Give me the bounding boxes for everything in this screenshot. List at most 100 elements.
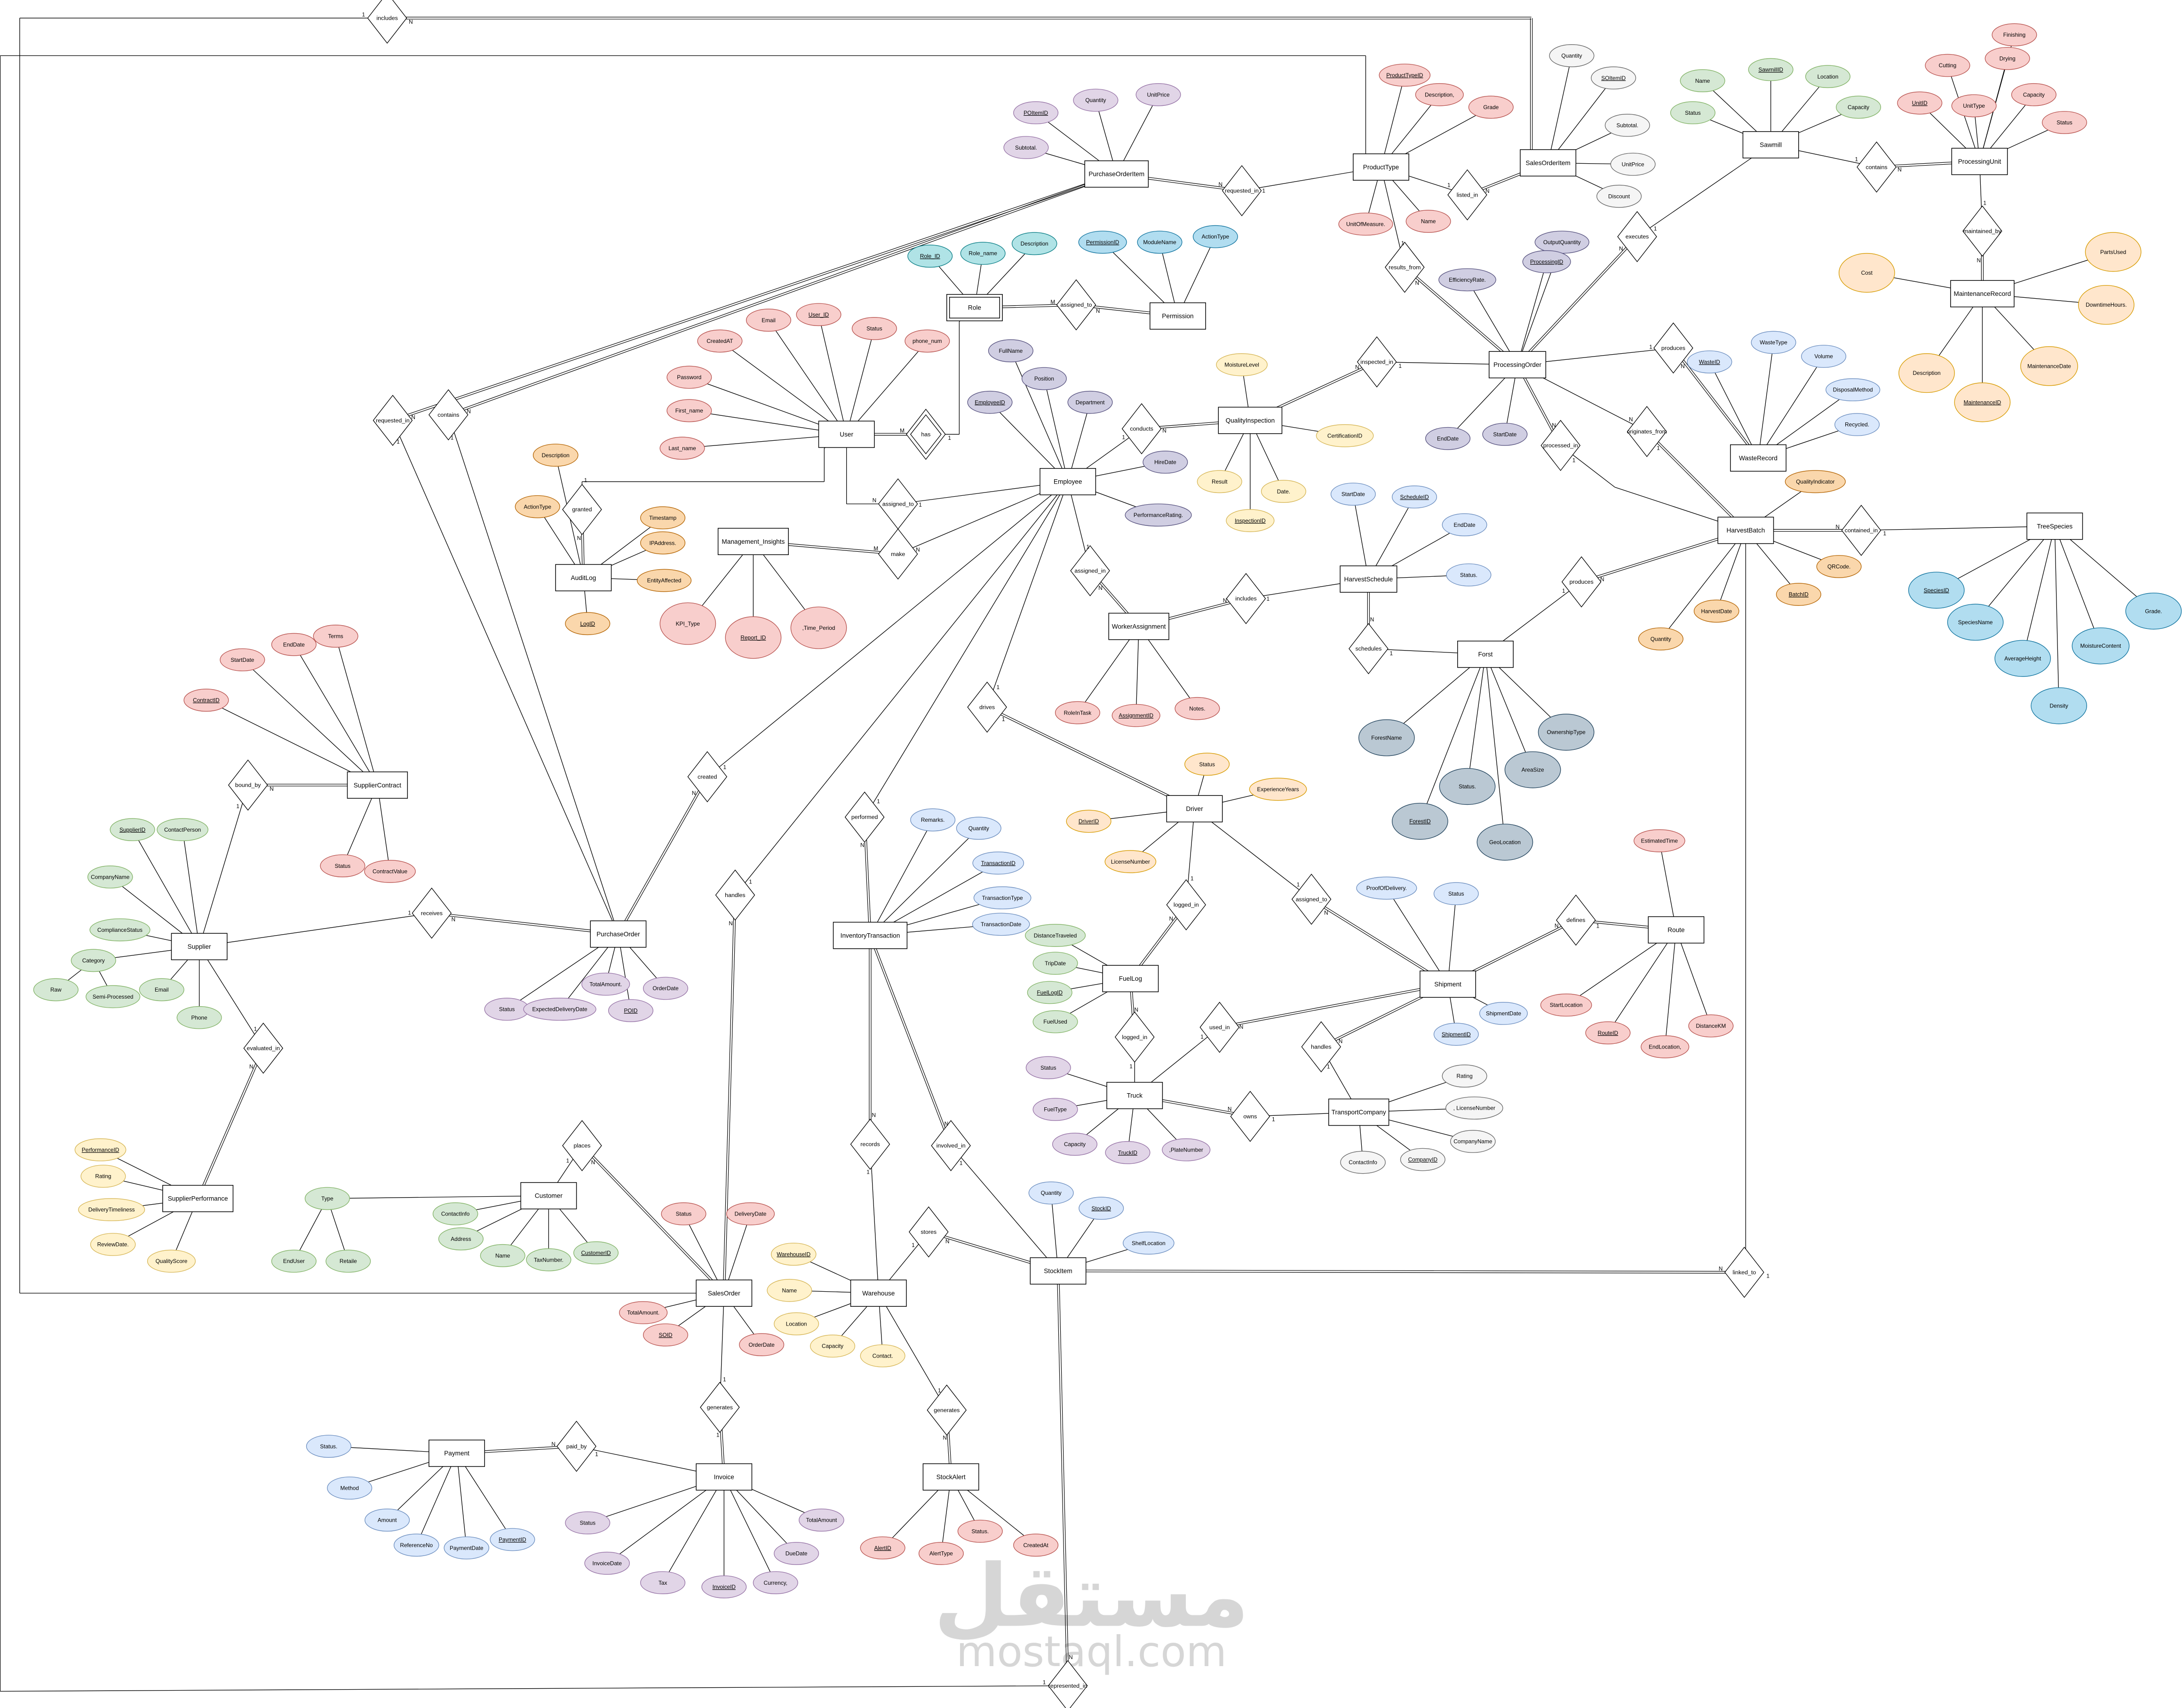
attribute-transactiondate[interactable]: TransactionDate	[972, 913, 1030, 936]
attribute-description[interactable]: Description	[1898, 353, 1955, 393]
attribute-quantity[interactable]: Quantity	[1549, 44, 1595, 67]
relationship-requested-in[interactable]: requested_in	[1222, 165, 1262, 216]
attribute-warehouseid[interactable]: WarehouseID	[770, 1242, 817, 1266]
attribute-endlocation[interactable]: EndLocation,	[1641, 1035, 1690, 1058]
attribute-unitid[interactable]: UnitID	[1897, 91, 1943, 115]
attribute-employeeid[interactable]: EmployeeID	[967, 390, 1013, 414]
attribute-density[interactable]: Density	[2031, 687, 2088, 724]
attribute-cutting[interactable]: Cutting	[1925, 54, 1970, 77]
entity-fuel-log[interactable]: FuelLog	[1102, 965, 1159, 993]
attribute-description[interactable]: Description	[532, 444, 579, 467]
relationship-generates[interactable]: generates	[700, 1382, 740, 1433]
attribute-licensenumber[interactable]: , LicenseNumber	[1445, 1096, 1503, 1120]
relationship-paid-by[interactable]: paid_by	[556, 1421, 596, 1472]
entity-permission[interactable]: Permission	[1150, 302, 1206, 330]
attribute-quantity[interactable]: Quantity	[1638, 627, 1683, 651]
relationship-records[interactable]: records	[850, 1119, 890, 1170]
attribute-grade[interactable]: Grade	[1468, 95, 1514, 119]
attribute-raw[interactable]: Raw	[33, 978, 79, 1001]
attribute-location[interactable]: Location	[774, 1312, 819, 1335]
relationship-conducts[interactable]: conducts	[1121, 403, 1162, 454]
attribute-shipmentdate[interactable]: ShipmentDate	[1479, 1001, 1528, 1025]
attribute-status[interactable]: Status	[661, 1202, 706, 1225]
attribute-unittype[interactable]: UnitType	[1951, 94, 1997, 118]
entity-purchase-order[interactable]: PurchaseOrder	[590, 920, 647, 948]
entity-harvest-batch[interactable]: HarvestBatch	[1717, 516, 1774, 544]
entity-stock-item[interactable]: StockItem	[1030, 1257, 1087, 1285]
relationship-defines[interactable]: defines	[1556, 894, 1596, 946]
attribute-entityaffected[interactable]: EntityAffected	[636, 569, 692, 592]
attribute-maintenanceid[interactable]: MaintenanceID	[1954, 382, 2011, 422]
attribute-remarks[interactable]: Remarks.	[910, 808, 956, 832]
entity-invoice[interactable]: Invoice	[696, 1463, 753, 1491]
attribute-email[interactable]: Email	[139, 978, 184, 1001]
attribute-name[interactable]: Name	[1680, 69, 1725, 92]
attribute-truckid[interactable]: TruckID	[1105, 1141, 1151, 1164]
attribute-tax[interactable]: Tax	[640, 1571, 686, 1595]
entity-waste-record[interactable]: WasteRecord	[1730, 444, 1786, 472]
attribute-invoicedate[interactable]: InvoiceDate	[584, 1551, 630, 1575]
entity-supplier-performance[interactable]: SupplierPerformance	[162, 1185, 234, 1212]
attribute-last-name[interactable]: Last_name	[659, 437, 705, 460]
entity-product-type[interactable]: ProductType	[1353, 153, 1409, 181]
attribute-type[interactable]: Type	[304, 1187, 350, 1210]
attribute-routeid[interactable]: RouteID	[1585, 1021, 1631, 1045]
attribute-platenumber[interactable]: ,PlateNumber	[1162, 1138, 1211, 1161]
attribute-speciesid[interactable]: SpeciesID	[1908, 572, 1965, 609]
relationship-handles[interactable]: handles	[1301, 1021, 1342, 1072]
attribute-startdate[interactable]: StartDate	[220, 648, 265, 672]
relationship-listed-in[interactable]: listed_in	[1447, 169, 1487, 221]
attribute-customerid[interactable]: CustomerID	[573, 1241, 619, 1264]
attribute-outputquantity[interactable]: OutputQuantity	[1534, 230, 1589, 254]
attribute-areasize[interactable]: AreaSize	[1504, 751, 1561, 788]
attribute-position[interactable]: Position	[1021, 367, 1067, 390]
entity-inventory-transaction[interactable]: InventoryTransaction	[833, 922, 908, 949]
attribute-transactionid[interactable]: TransactionID	[972, 851, 1024, 875]
attribute-createdat[interactable]: CreatedAt	[1013, 1533, 1059, 1557]
attribute-scheduleid[interactable]: ScheduleID	[1392, 485, 1437, 508]
relationship-stores[interactable]: stores	[908, 1206, 949, 1258]
attribute-experienceyears[interactable]: ExperienceYears	[1249, 778, 1307, 801]
attribute-subtotal[interactable]: Subtotal.	[1604, 113, 1650, 137]
attribute-enddate[interactable]: EndDate	[1442, 513, 1487, 536]
attribute-alertid[interactable]: AlertID	[860, 1536, 905, 1560]
attribute-status[interactable]: Status	[565, 1511, 611, 1534]
attribute-geolocation[interactable]: GeoLocation	[1477, 824, 1533, 861]
attribute-reviewdate[interactable]: ReviewDate.	[90, 1233, 136, 1256]
attribute-status[interactable]: Status	[484, 998, 530, 1021]
entity-warehouse[interactable]: Warehouse	[850, 1279, 907, 1307]
relationship-executes[interactable]: executes	[1617, 211, 1657, 262]
attribute-status[interactable]: Status	[1670, 101, 1715, 125]
relationship-involved-in[interactable]: involved_in	[931, 1120, 971, 1171]
relationship-schedules[interactable]: schedules	[1349, 623, 1389, 675]
attribute-timestamp[interactable]: Timestamp	[640, 506, 686, 530]
attribute-startdate[interactable]: StartDate	[1482, 422, 1528, 446]
relationship-includes[interactable]: includes	[367, 0, 407, 44]
attribute-proofofdelivery[interactable]: ProofOfDelivery.	[1356, 876, 1417, 900]
attribute-result[interactable]: Result	[1197, 470, 1242, 493]
attribute-email[interactable]: Email	[746, 309, 791, 332]
entity-employee[interactable]: Employee	[1040, 468, 1096, 495]
entity-payment[interactable]: Payment	[429, 1439, 485, 1467]
entity-role[interactable]: Role	[946, 294, 1003, 321]
relationship-assigned-in[interactable]: assigned_in	[1070, 545, 1110, 596]
attribute-companyname[interactable]: CompanyName	[1450, 1130, 1496, 1153]
attribute-terms[interactable]: Terms	[313, 625, 358, 648]
attribute-enddate[interactable]: EndDate	[271, 633, 317, 656]
attribute-speciesname[interactable]: SpeciesName	[1947, 604, 2004, 641]
attribute-semi-processed[interactable]: Semi-Processed	[86, 985, 141, 1009]
entity-truck[interactable]: Truck	[1106, 1082, 1163, 1109]
attribute-description[interactable]: Description	[1011, 232, 1057, 255]
attribute-status[interactable]: Status.	[1446, 563, 1492, 587]
attribute-description[interactable]: Description,	[1415, 83, 1464, 106]
attribute-actiontype[interactable]: ActionType	[1192, 225, 1238, 248]
relationship-assigned-to[interactable]: assigned_to	[878, 478, 918, 530]
attribute-taxnumber[interactable]: TaxNumber.	[526, 1248, 572, 1271]
entity-management-insights[interactable]: Management_Insights	[717, 528, 789, 556]
attribute-report-id[interactable]: Report_ID	[725, 616, 782, 659]
attribute-moisturelevel[interactable]: MoistureLevel	[1216, 353, 1268, 376]
attribute-performancerating[interactable]: PerformanceRating.	[1125, 503, 1192, 527]
relationship-drives[interactable]: drives	[967, 681, 1007, 733]
attribute-kpi-type[interactable]: KPI_Type	[659, 602, 716, 645]
attribute-totalamount[interactable]: TotalAmount.	[581, 972, 630, 996]
